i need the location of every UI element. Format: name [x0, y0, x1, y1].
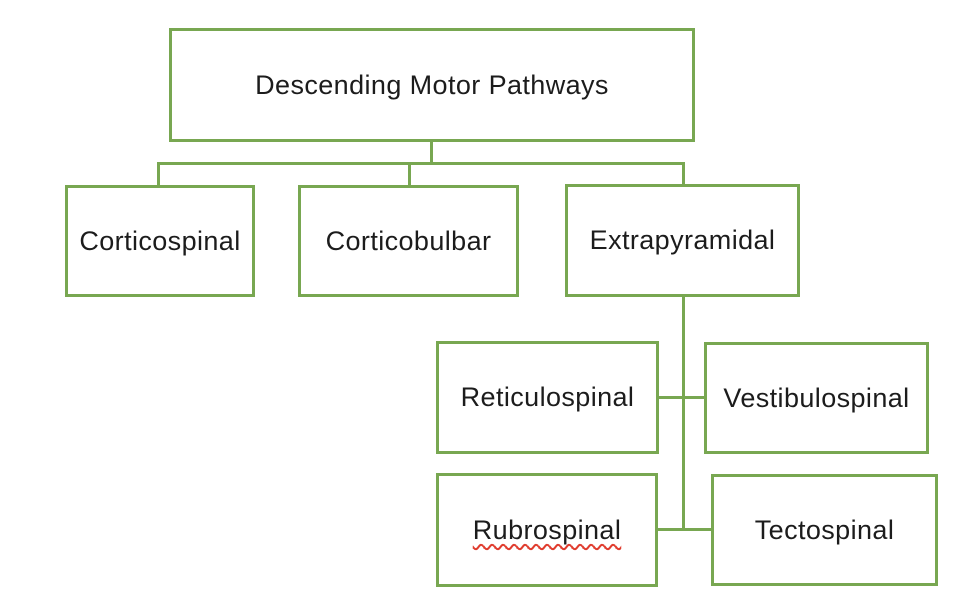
- node-tectospinal[interactable]: Tectospinal: [711, 474, 938, 586]
- node-vestibulospinal[interactable]: Vestibulospinal: [704, 342, 929, 454]
- connector-reticulospinal-vestibulospinal: [658, 396, 705, 399]
- node-descending-motor-pathways[interactable]: Descending Motor Pathways: [169, 28, 695, 142]
- node-label: Corticobulbar: [325, 225, 492, 256]
- node-label: Tectospinal: [754, 514, 895, 545]
- connector-drop-extrapyramidal: [682, 164, 685, 185]
- node-extrapyramidal[interactable]: Extrapyramidal: [565, 184, 800, 297]
- node-rubrospinal[interactable]: Rubrospinal: [436, 473, 658, 587]
- connector-extrapyramidal-trunk: [682, 296, 685, 531]
- connector-drop-corticobulbar: [408, 164, 411, 186]
- connector-rubrospinal-tectospinal: [657, 528, 712, 531]
- node-label: Extrapyramidal: [589, 225, 776, 255]
- node-label: Vestibulospinal: [723, 382, 910, 413]
- node-reticulospinal[interactable]: Reticulospinal: [436, 341, 659, 454]
- node-corticospinal[interactable]: Corticospinal: [65, 185, 255, 297]
- node-label: Descending Motor Pathways: [255, 69, 609, 100]
- connector-drop-corticospinal: [157, 164, 160, 186]
- node-label: Corticospinal: [79, 225, 241, 256]
- node-corticobulbar[interactable]: Corticobulbar: [298, 185, 519, 297]
- node-label: Reticulospinal: [460, 382, 635, 412]
- connector-level2-bus: [157, 162, 685, 165]
- node-label-spellcheck-flagged: Rubrospinal: [472, 514, 622, 545]
- connector-root-stub: [430, 141, 433, 165]
